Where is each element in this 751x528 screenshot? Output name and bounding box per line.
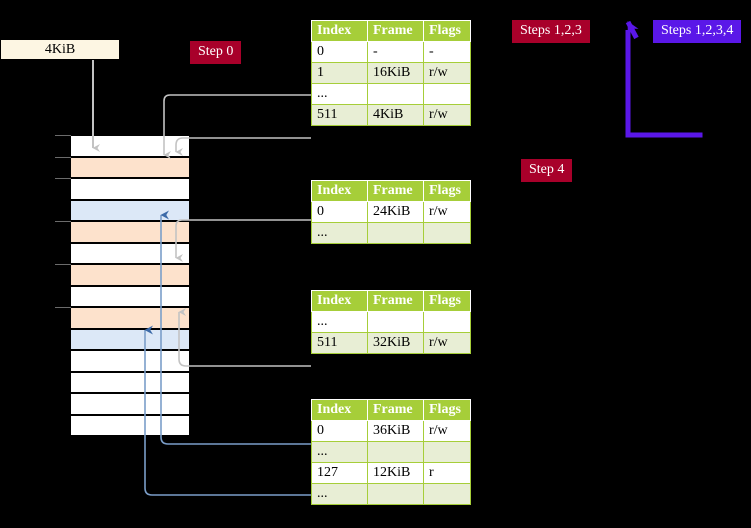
cell-index: ... xyxy=(311,83,368,105)
table-row: 0-- xyxy=(311,41,471,63)
cell-index: ... xyxy=(311,311,368,333)
frame-4kib-box: 4KiB xyxy=(0,39,120,60)
memory-row xyxy=(70,178,190,200)
badge-step4: Step 4 xyxy=(521,159,573,182)
cell-frame xyxy=(367,222,424,244)
memory-row xyxy=(70,242,190,264)
memory-row xyxy=(70,135,190,157)
badge-steps123: Steps 1,2,3 xyxy=(512,20,590,43)
cell-frame: 36KiB xyxy=(367,420,424,442)
memory-row xyxy=(70,264,190,286)
memory-row xyxy=(70,156,190,178)
cell-flags: r/w xyxy=(423,104,471,126)
cell-flags xyxy=(423,311,471,333)
memory-tick xyxy=(55,264,71,265)
cell-index: 0 xyxy=(311,420,368,442)
column-header-frame: Frame xyxy=(367,399,424,421)
memory-row xyxy=(70,285,190,307)
cell-flags xyxy=(423,483,471,505)
cell-frame: 12KiB xyxy=(367,462,424,484)
cell-frame: - xyxy=(367,41,424,63)
cell-flags xyxy=(423,83,471,105)
cell-index: 511 xyxy=(311,104,368,126)
column-header-flags: Flags xyxy=(423,20,471,42)
memory-row xyxy=(70,307,190,329)
cell-flags xyxy=(423,441,471,463)
frame-4kib-label: 4KiB xyxy=(44,41,76,57)
memory-row xyxy=(70,393,190,415)
memory-column xyxy=(70,135,190,436)
table-row: ... xyxy=(311,311,471,333)
cell-frame: 4KiB xyxy=(367,104,424,126)
cell-index: 127 xyxy=(311,462,368,484)
cell-flags: - xyxy=(423,41,471,63)
memory-row xyxy=(70,371,190,393)
purple-bracket-arrowhead xyxy=(625,20,639,40)
cell-index: 0 xyxy=(311,201,368,223)
cell-index: 511 xyxy=(311,332,368,354)
column-header-index: Index xyxy=(311,20,368,42)
table-row: ... xyxy=(311,222,471,244)
cell-frame xyxy=(367,441,424,463)
memory-tick xyxy=(55,307,71,308)
column-header-flags: Flags xyxy=(423,180,471,202)
connector-t1-row0 xyxy=(175,219,311,262)
cell-flags: r/w xyxy=(423,201,471,223)
cell-flags: r xyxy=(423,462,471,484)
memory-tick xyxy=(55,178,71,179)
cell-flags: r/w xyxy=(423,62,471,84)
memory-row xyxy=(70,199,190,221)
column-header-index: Index xyxy=(311,290,368,312)
cell-index: ... xyxy=(311,222,368,244)
badge-step0: Step 0 xyxy=(190,41,242,64)
table-row: ... xyxy=(311,483,471,505)
memory-row xyxy=(70,350,190,372)
memory-row xyxy=(70,221,190,243)
cell-index: 0 xyxy=(311,41,368,63)
memory-row xyxy=(70,414,190,436)
cell-frame: 16KiB xyxy=(367,62,424,84)
cell-flags: r/w xyxy=(423,420,471,442)
table-row: ... xyxy=(311,441,471,463)
column-header-index: Index xyxy=(311,180,368,202)
cell-index: ... xyxy=(311,483,368,505)
badge-steps1234: Steps 1,2,3,4 xyxy=(653,20,742,43)
cell-frame xyxy=(367,83,424,105)
memory-tick xyxy=(55,221,71,222)
cell-flags: r/w xyxy=(423,332,471,354)
table-row: ... xyxy=(311,83,471,105)
cell-flags xyxy=(423,222,471,244)
cell-index: 1 xyxy=(311,62,368,84)
cell-frame: 32KiB xyxy=(367,332,424,354)
column-header-frame: Frame xyxy=(367,180,424,202)
memory-row xyxy=(70,328,190,350)
cell-index: ... xyxy=(311,441,368,463)
column-header-flags: Flags xyxy=(423,399,471,421)
column-header-index: Index xyxy=(311,399,368,421)
memory-tick xyxy=(55,135,71,136)
column-header-frame: Frame xyxy=(367,290,424,312)
connector-t0-row511 xyxy=(175,137,311,150)
cell-frame xyxy=(367,311,424,333)
connector-t2-row511 xyxy=(178,308,311,367)
memory-tick xyxy=(55,156,71,158)
column-header-flags: Flags xyxy=(423,290,471,312)
column-header-frame: Frame xyxy=(367,20,424,42)
cell-frame: 24KiB xyxy=(367,201,424,223)
cell-frame xyxy=(367,483,424,505)
